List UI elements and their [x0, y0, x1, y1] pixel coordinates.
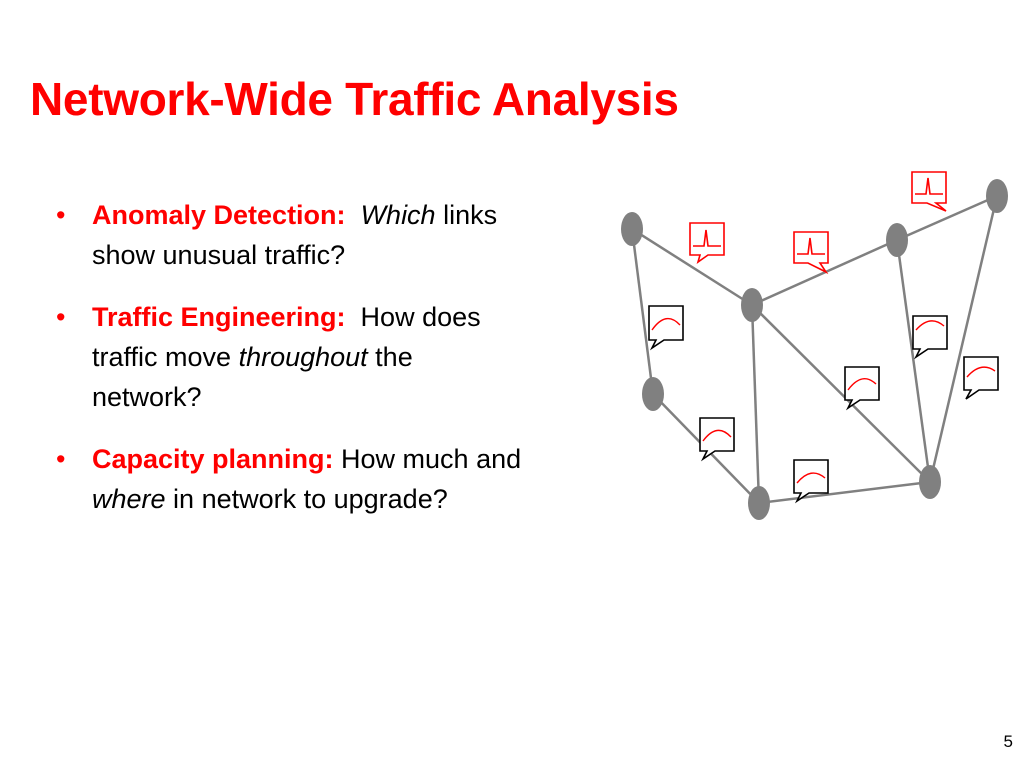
curve-callout-icon — [699, 417, 735, 462]
curve-callouts — [648, 305, 999, 504]
bullet-text: How much and — [333, 444, 522, 474]
curve-callout-icon — [793, 459, 829, 504]
bullet-marker: • — [56, 200, 66, 230]
network-link — [750, 304, 761, 504]
network-link — [630, 228, 655, 395]
bullet-text: the network? — [92, 342, 413, 412]
network-node — [748, 486, 770, 520]
network-node — [621, 212, 643, 246]
network-node — [986, 179, 1008, 213]
bullet-text: links show unusual traffic? — [92, 200, 498, 270]
spike-callout-icon — [793, 231, 829, 275]
bullet-emphasis: Which — [360, 200, 436, 230]
network-link — [895, 239, 932, 483]
bullet-anomaly-detection: • Anomaly Detection: Which links show un… — [56, 195, 526, 275]
bullet-label: Capacity planning: — [92, 444, 334, 474]
bullet-text: in network to upgrade? — [165, 484, 448, 514]
network-node — [919, 465, 941, 499]
bullet-text — [346, 200, 361, 230]
spike-callout-icon — [911, 171, 947, 212]
bullet-label: Traffic Engineering: — [92, 302, 346, 332]
bullet-traffic-engineering: • Traffic Engineering: How does traffic … — [56, 297, 526, 417]
network-link — [751, 238, 898, 307]
bullet-emphasis: throughout — [238, 342, 368, 372]
bullet-list: • Anomaly Detection: Which links show un… — [56, 195, 526, 541]
network-node — [886, 223, 908, 257]
curve-callout-icon — [912, 315, 948, 360]
network-node — [741, 288, 763, 322]
network-node — [642, 377, 664, 411]
bullet-emphasis: where — [92, 484, 166, 514]
network-link — [631, 227, 753, 307]
bullet-marker: • — [56, 444, 66, 474]
bullet-label: Anomaly Detection: — [92, 200, 346, 230]
slide-title: Network-Wide Traffic Analysis — [30, 73, 679, 125]
spike-callout-icon — [689, 222, 725, 264]
network-nodes — [621, 179, 1008, 520]
spike-callouts — [689, 171, 947, 275]
network-link — [758, 480, 931, 505]
curve-callout-icon — [844, 366, 880, 411]
page-number: 5 — [1003, 732, 1013, 751]
network-link — [896, 194, 998, 242]
network-diagram — [621, 171, 1008, 520]
network-link — [751, 304, 931, 483]
bullet-capacity-planning: • Capacity planning: How much and where … — [56, 439, 526, 519]
bullet-text: How does traffic move — [92, 302, 481, 372]
bullet-marker: • — [56, 302, 66, 332]
curve-callout-icon — [648, 305, 684, 351]
network-link — [928, 195, 999, 483]
curve-callout-icon — [963, 356, 999, 400]
